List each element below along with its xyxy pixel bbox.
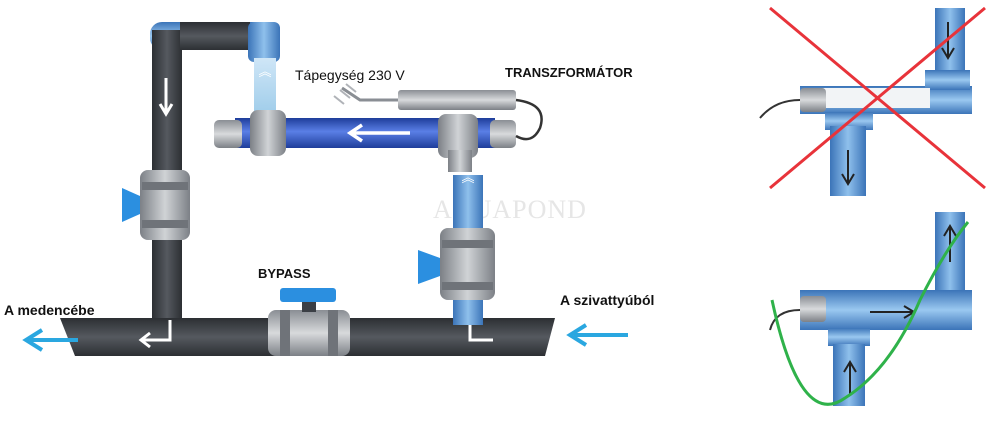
uv-end-cap-left bbox=[214, 120, 242, 148]
wrong-installation-panel bbox=[759, 6, 986, 196]
flow-arrow-down-icon bbox=[158, 78, 174, 117]
flow-arrow-in-icon bbox=[566, 323, 628, 347]
bypass-label: BYPASS bbox=[258, 266, 311, 281]
top-horizontal-pipe bbox=[180, 22, 250, 50]
flow-arrow-out-icon bbox=[22, 328, 78, 352]
cross-icon bbox=[769, 6, 986, 190]
flow-arrow-left-icon bbox=[346, 123, 410, 143]
uv-outlet-tee bbox=[438, 114, 478, 158]
uv-end-cap-right bbox=[490, 120, 516, 148]
power-supply-label: Tápegység 230 V bbox=[295, 67, 405, 83]
chevron-up-icon: ︽ bbox=[258, 64, 271, 79]
transformer-label: TRANSZFORMÁTOR bbox=[505, 65, 633, 80]
uv-inlet-tee bbox=[250, 110, 286, 156]
to-pool-label: A medencébe bbox=[4, 302, 95, 318]
transformer-box bbox=[398, 90, 516, 110]
flow-arrow-down-icon bbox=[841, 150, 855, 186]
uv-inlet-pipe bbox=[254, 58, 276, 118]
flow-arrow-left-icon bbox=[138, 320, 172, 349]
valve-handle-icon bbox=[418, 250, 440, 284]
from-pump-label: A szivattyúból bbox=[560, 292, 654, 308]
correct-installation-panel bbox=[769, 212, 972, 406]
lamp-cable bbox=[515, 98, 543, 141]
power-plug-icon bbox=[333, 83, 357, 105]
valve-handle-icon bbox=[122, 188, 140, 222]
power-cable bbox=[341, 86, 398, 102]
top-right-elbow bbox=[248, 22, 280, 62]
flow-arrow-up-icon bbox=[843, 360, 857, 396]
bypass-handle-icon bbox=[280, 288, 336, 302]
left-valve-body bbox=[140, 170, 190, 240]
chevron-up-icon: ︽ bbox=[461, 170, 474, 185]
check-curve-icon bbox=[770, 221, 970, 406]
